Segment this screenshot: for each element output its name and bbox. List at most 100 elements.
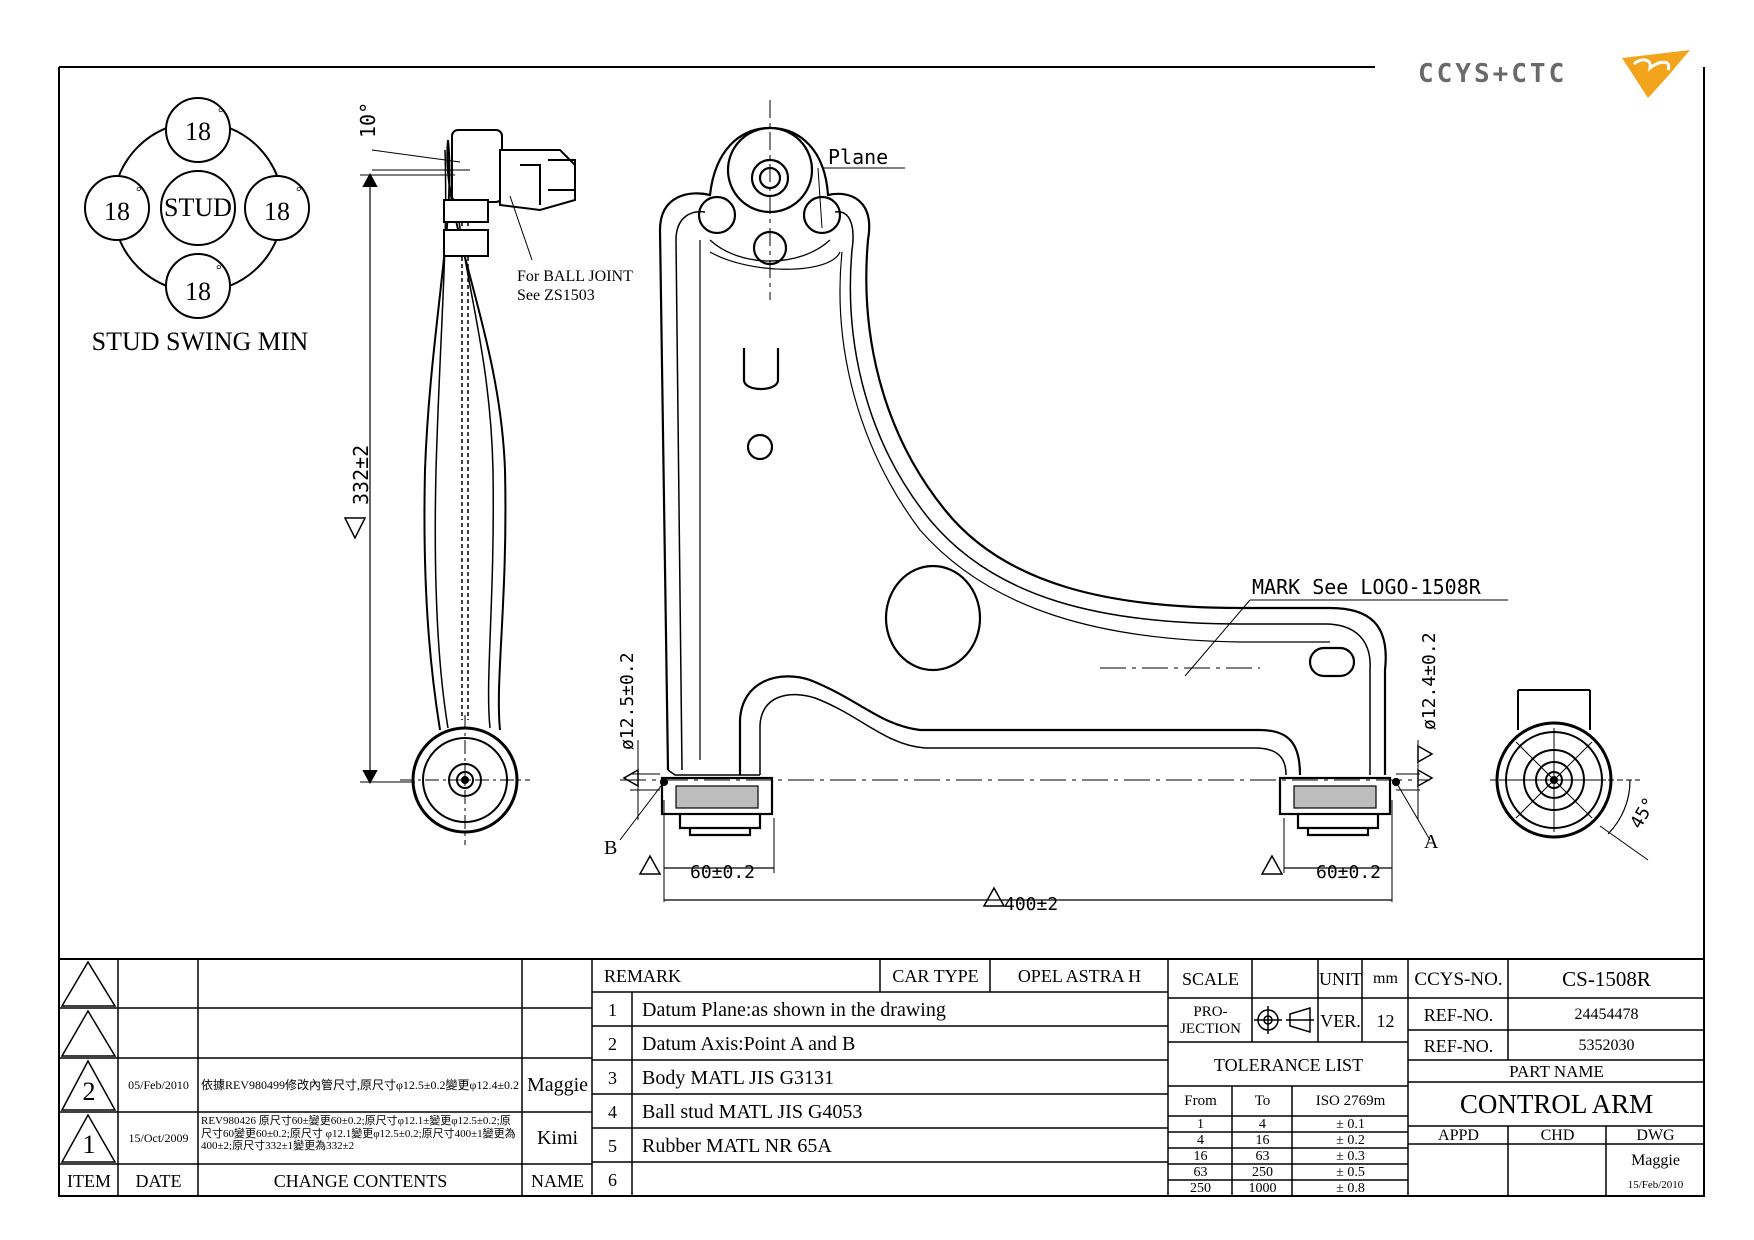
header-change-contents: CHANGE CONTENTS — [273, 1170, 448, 1191]
remark-number: 1 — [608, 999, 617, 1020]
remark-text — [642, 1163, 1162, 1196]
ball-joint-note-2: See ZS1503 — [517, 287, 595, 304]
tol-to: 16 — [1255, 1133, 1270, 1148]
car-type-value: OPEL ASTRA H — [1017, 966, 1142, 986]
drawn-date: 15/Feb/2010 — [1627, 1178, 1684, 1191]
point-a-label: A — [1424, 831, 1439, 853]
drawn-by: Maggie — [1631, 1152, 1680, 1169]
brand-logo-text: CCYS+CTC — [1418, 59, 1567, 89]
swing-center-label: STUD — [164, 193, 232, 222]
remark-number: 3 — [608, 1067, 617, 1088]
point-b-label: B — [604, 837, 617, 859]
tol-from: 4 — [1197, 1133, 1204, 1148]
tol-to: 1000 — [1248, 1181, 1277, 1196]
revision-triangles — [60, 960, 117, 1163]
swing-angle-top: 18 — [185, 117, 211, 146]
datum-triangles — [622, 744, 1434, 907]
tol-value: ± 0.2 — [1336, 1133, 1365, 1148]
end-view-angle: 45° — [1626, 794, 1660, 833]
remark-number: 2 — [608, 1033, 617, 1054]
header-name: NAME — [531, 1170, 584, 1191]
revision-change-1: REV980426 原尺寸60±變更60±0.2;原尺寸φ12.1±變更φ12.… — [201, 1115, 516, 1153]
tol-to: 4 — [1259, 1117, 1266, 1132]
remark-text: Ball stud MATL JIS G4053 — [642, 1100, 863, 1123]
dia-left-label: ø12.5±0.2 — [617, 652, 638, 750]
part-name-label: PART NAME — [1509, 1062, 1604, 1081]
header-date: DATE — [135, 1170, 182, 1191]
chd-label: CHD — [1540, 1127, 1575, 1144]
ref-number-2: 5352030 — [1578, 1036, 1635, 1054]
dwg-label: DWG — [1636, 1127, 1675, 1144]
tol-value: ± 0.8 — [1336, 1181, 1365, 1196]
width-left-label: 60±0.2 — [690, 862, 755, 883]
revision-date-2: 05/Feb/2010 — [128, 1078, 189, 1092]
remark-text: Datum Axis:Point A and B — [642, 1032, 856, 1055]
total-length-label: 400±2 — [1004, 894, 1058, 915]
tol-from: 63 — [1193, 1165, 1208, 1180]
datum-triangle-icon — [343, 517, 367, 540]
remark-number: 6 — [608, 1169, 617, 1190]
swing-angle-right: 18 — [264, 197, 290, 226]
unit-label: UNIT — [1319, 969, 1362, 989]
part-name: CONTROL ARM — [1459, 1089, 1654, 1119]
degree-mark: ° — [216, 263, 222, 278]
projection-label: PRO- JECTION — [1180, 1003, 1241, 1037]
remark-text: Datum Plane:as shown in the drawing — [642, 998, 946, 1021]
side-angle-label: 10° — [356, 102, 380, 138]
appd-label: APPD — [1438, 1127, 1479, 1144]
tolerance-title: TOLERANCE LIST — [1213, 1054, 1364, 1075]
tol-to: 250 — [1252, 1165, 1273, 1180]
tol-value: ± 0.1 — [1336, 1117, 1365, 1132]
front-view — [619, 100, 1508, 902]
revision-date-1: 15/Oct/2009 — [128, 1131, 189, 1145]
mark-label: MARK See LOGO-1508R — [1252, 575, 1482, 599]
ref-number-1: 24454478 — [1574, 1005, 1639, 1023]
ccys-label: CCYS-NO. — [1414, 968, 1503, 990]
degree-mark: ° — [296, 185, 302, 200]
tol-header-iso: ISO 2769m — [1315, 1093, 1386, 1109]
swing-angle-left: 18 — [104, 197, 130, 226]
remark-number: 5 — [608, 1135, 617, 1156]
car-type-label: CAR TYPE — [892, 966, 979, 986]
width-right-label: 60±0.2 — [1316, 862, 1381, 883]
revision-name-2: Maggie — [526, 1074, 589, 1096]
remark-text: Body MATL JIS G3131 — [642, 1066, 835, 1089]
tol-header-from: From — [1184, 1093, 1217, 1109]
projection-symbol-icon — [1254, 1006, 1314, 1034]
remark-label: REMARK — [604, 966, 682, 986]
ccys-number: CS-1508R — [1562, 966, 1651, 991]
tol-value: ± 0.3 — [1336, 1149, 1365, 1164]
revision-change-2: 依據REV980499修改內管尺寸,原尺寸φ12.5±0.2變更φ12.4±0.… — [201, 1078, 520, 1092]
tol-from: 250 — [1190, 1181, 1211, 1196]
degree-mark: ° — [136, 185, 142, 200]
side-view — [360, 129, 576, 845]
degree-mark: ° — [218, 106, 224, 121]
remark-number: 4 — [608, 1101, 617, 1122]
ref-label-1: REF-NO. — [1423, 1004, 1494, 1025]
header-item: ITEM — [67, 1170, 111, 1191]
ref-label-2: REF-NO. — [1423, 1035, 1494, 1056]
tol-from: 1 — [1197, 1117, 1204, 1132]
tol-to: 63 — [1255, 1149, 1270, 1164]
remark-text: Rubber MATL NR 65A — [642, 1134, 832, 1157]
revision-item-2: 2 — [82, 1077, 96, 1106]
end-view — [1490, 689, 1649, 861]
stud-swing-title: STUD SWING MIN — [92, 327, 309, 356]
tol-value: ± 0.5 — [1336, 1165, 1365, 1180]
revision-item-1: 1 — [82, 1130, 96, 1159]
brand-logo-mark — [1622, 50, 1690, 98]
ver-value: 12 — [1376, 1010, 1395, 1031]
tol-from: 16 — [1193, 1149, 1208, 1164]
plane-label: Plane — [828, 145, 888, 169]
ver-label: VER. — [1320, 1010, 1361, 1031]
unit-value: mm — [1373, 970, 1398, 987]
ball-joint-note-1: For BALL JOINT — [517, 268, 633, 285]
swing-angle-bottom: 18 — [185, 277, 211, 306]
brand-logo: CCYS+CTC — [1418, 50, 1690, 98]
stud-swing-diagram — [84, 97, 310, 319]
side-length-label: 332±2 — [349, 445, 373, 505]
title-block-grid — [58, 958, 1705, 1197]
revision-name-1: Kimi — [536, 1127, 579, 1149]
scale-label: SCALE — [1181, 969, 1239, 989]
